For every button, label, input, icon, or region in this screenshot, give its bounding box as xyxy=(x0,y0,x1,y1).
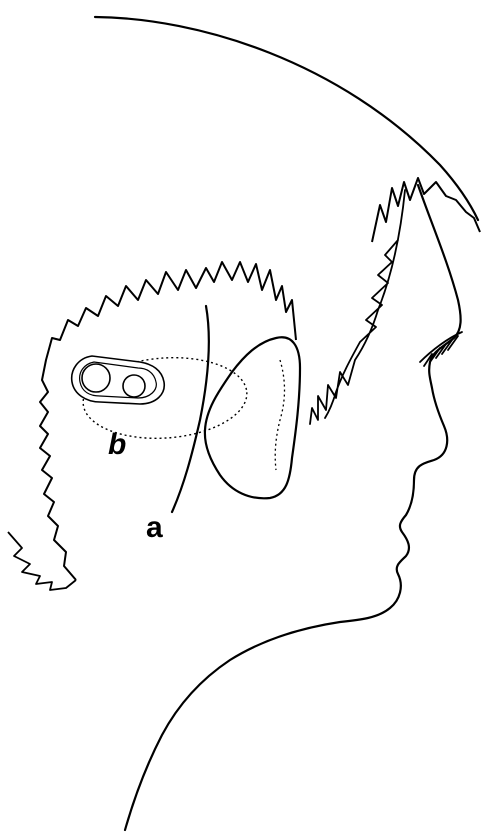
hair-strands-front xyxy=(310,190,405,424)
label-a: a xyxy=(146,511,163,544)
label-b: b xyxy=(108,428,126,461)
line-a xyxy=(172,306,209,512)
ear xyxy=(205,337,300,498)
hair-tips-left xyxy=(8,532,76,590)
face-profile xyxy=(125,185,461,830)
